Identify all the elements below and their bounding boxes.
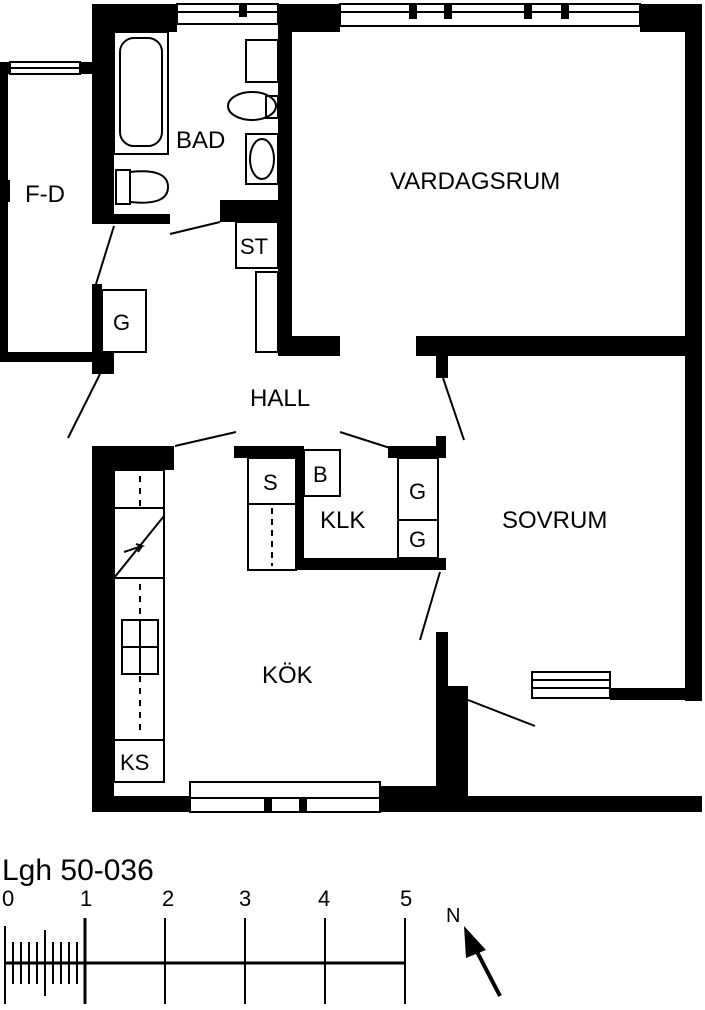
scale-tick-labels: 0 1 2 3 4 5 <box>2 886 412 911</box>
fixture-label-g-top: G <box>409 479 426 504</box>
room-label-sovrum: SOVRUM <box>502 507 607 534</box>
door-kitchen-left <box>174 431 237 447</box>
scale-bar: Lgh 50-036 0 1 2 3 4 5 <box>2 854 412 1004</box>
scale-tick-label-2: 2 <box>162 886 174 911</box>
door-swings <box>67 221 536 727</box>
ks-box <box>113 739 165 783</box>
fixture-label-st: ST <box>240 234 268 259</box>
toilet-small-icon <box>115 169 170 205</box>
washbasin-icon <box>245 133 279 185</box>
sink-icon <box>113 515 165 579</box>
window-balcony <box>9 61 81 75</box>
fixture-label-b: B <box>313 462 328 487</box>
window-living-room <box>339 3 641 27</box>
room-labels: BAD VARDAGSRUM F-D HALL KLK SOVRUM KÖK <box>25 127 607 689</box>
walls <box>0 4 702 812</box>
storage-st-box <box>235 221 279 269</box>
wardrobe-g-bottom-box <box>397 519 439 559</box>
room-label-vardagsrum: VARDAGSRUM <box>390 168 560 195</box>
bathtub-icon <box>113 31 169 155</box>
windows <box>9 3 641 813</box>
scale-tick-label-3: 3 <box>239 886 251 911</box>
room-label-bad: BAD <box>176 127 225 154</box>
s-cabinet <box>247 503 297 571</box>
fixture-label-g-bottom: G <box>409 527 426 552</box>
north-arrow-icon <box>464 926 502 997</box>
window-bathroom <box>176 3 279 25</box>
b-box <box>303 449 341 497</box>
room-label-kok: KÖK <box>262 662 313 689</box>
hall-cabinet <box>255 271 279 353</box>
scale-tick-label-0: 0 <box>2 886 14 911</box>
window-kitchen <box>189 781 381 813</box>
compass-label: N <box>446 905 460 927</box>
door-entrance <box>67 373 101 439</box>
window-bedroom-sill <box>531 671 611 699</box>
scale-lines <box>4 918 406 1004</box>
fixtures <box>101 31 439 783</box>
fixture-labels: ST G S B G G KS <box>113 234 426 775</box>
bathroom-cabinet-icon <box>245 39 279 83</box>
room-label-fd: F-D <box>25 181 65 208</box>
door-kitchen-bedroom <box>419 571 441 641</box>
door-kitchen-right <box>339 431 391 449</box>
door-bedroom-closet <box>467 699 536 727</box>
scale-tick-label-4: 4 <box>318 886 330 911</box>
room-label-hall: HALL <box>250 385 310 412</box>
fixture-label-s: S <box>263 470 278 495</box>
fixture-label-ks: KS <box>120 750 149 775</box>
stove-icon <box>121 619 159 675</box>
room-label-klk: KLK <box>320 507 365 534</box>
fixture-label-g-hall: G <box>113 310 130 335</box>
scale-title: Lgh 50-036 <box>2 854 154 887</box>
wardrobe-g-hall-box <box>101 289 147 353</box>
scale-tick-label-1: 1 <box>80 886 92 911</box>
toilet-icon <box>227 91 279 121</box>
door-bathroom <box>169 221 221 235</box>
compass: N <box>446 905 502 997</box>
door-bedroom <box>442 377 465 441</box>
door-balcony <box>95 225 115 285</box>
scale-tick-label-5: 5 <box>400 886 412 911</box>
